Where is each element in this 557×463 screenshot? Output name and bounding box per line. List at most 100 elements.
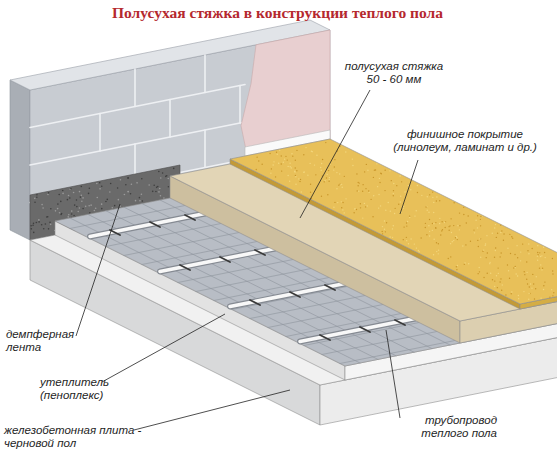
damper-speckle (125, 184, 127, 186)
finish-speckle (401, 181, 402, 182)
finish-speckle (273, 161, 274, 162)
finish-speckle (452, 241, 453, 242)
damper-speckle (124, 194, 126, 196)
finish-speckle (537, 255, 538, 256)
finish-speckle (417, 192, 418, 193)
finish-speckle (258, 160, 259, 161)
finish-speckle (303, 172, 304, 173)
block-joint (30, 122, 245, 165)
damper-speckle (120, 179, 122, 181)
finish-speckle (406, 225, 407, 226)
finish-speckle (497, 232, 498, 233)
finish-speckle (540, 297, 541, 298)
finish-speckle (425, 206, 426, 207)
pipe-clip (255, 250, 265, 255)
pipe-outline (300, 319, 415, 342)
finish-speckle (410, 238, 411, 239)
finish-speckle (527, 250, 528, 251)
leader-line (300, 90, 370, 218)
finish-speckle (390, 210, 391, 211)
finish-speckle (425, 227, 426, 228)
part-label: демпферная лента (6, 328, 78, 354)
damper-speckle (88, 205, 90, 207)
finish-speckle (463, 207, 464, 208)
finish-speckle (279, 150, 280, 151)
pipe-clip (250, 300, 260, 305)
damper-speckle (153, 184, 155, 186)
finish-speckle (534, 298, 535, 299)
damper-speckle (77, 211, 79, 213)
pipe-outline (230, 284, 345, 307)
damper-speckle (81, 195, 83, 197)
damper-speckle (30, 225, 32, 227)
damper-speckle (32, 224, 34, 226)
finish-speckle (453, 202, 454, 203)
damper-speckle (107, 199, 109, 201)
finish-speckle (354, 208, 355, 209)
finish-speckle (368, 190, 369, 191)
finish-speckle (456, 266, 457, 267)
finish-speckle (552, 295, 553, 296)
finish-speckle (489, 262, 490, 263)
damper-speckle (81, 200, 83, 202)
damper-speckle (105, 201, 107, 203)
damper-speckle (94, 210, 96, 212)
finish-speckle (475, 220, 476, 221)
damper-speckle (88, 193, 90, 195)
finish-speckle (339, 184, 340, 185)
finish-speckle (303, 154, 304, 155)
damper-speckle (80, 196, 82, 198)
finish-speckle (380, 205, 381, 206)
pipe-clip (395, 320, 405, 325)
damper-speckle (50, 208, 52, 210)
finish-speckle (356, 173, 357, 174)
block-joint (239, 86, 241, 124)
finish-speckle (501, 290, 502, 291)
finish-speckle (450, 218, 451, 219)
finish-floor-top (230, 139, 557, 304)
finish-speckle (487, 252, 488, 253)
finish-speckle (531, 248, 532, 249)
finish-speckle (360, 207, 361, 208)
finish-speckle (497, 287, 498, 288)
finish-speckle (342, 202, 343, 203)
finish-speckle (305, 147, 306, 148)
block-joint (30, 85, 245, 128)
finish-speckle (408, 243, 409, 244)
finish-speckle (391, 180, 392, 181)
finish-speckle (543, 285, 544, 286)
finish-speckle (358, 190, 359, 191)
finish-speckle (352, 158, 353, 159)
finish-speckle (435, 222, 436, 223)
finish-speckle (435, 227, 436, 228)
damper-speckle (152, 191, 154, 193)
damper-speckle (109, 191, 111, 193)
finish-speckle (342, 209, 343, 210)
finish-speckle (515, 266, 516, 267)
damper-speckle (45, 223, 47, 225)
finish-speckle (289, 162, 290, 163)
finish-speckle (378, 207, 379, 208)
finish-speckle (393, 193, 394, 194)
damper-speckle (117, 187, 119, 189)
finish-speckle (341, 201, 342, 202)
finish-speckle (382, 233, 383, 234)
finish-speckle (315, 174, 316, 175)
finish-speckle (532, 274, 533, 275)
damper-speckle (41, 224, 43, 226)
finish-speckle (503, 240, 504, 241)
damper-speckle (163, 197, 165, 199)
finish-speckle (480, 238, 481, 239)
finish-speckle (292, 155, 293, 156)
damper-speckle (60, 214, 62, 216)
finish-speckle (429, 194, 430, 195)
damper-speckle (160, 195, 162, 197)
finish-speckle (483, 277, 484, 278)
finish-speckle (486, 235, 487, 236)
finish-speckle (480, 257, 481, 258)
finish-speckle (539, 252, 540, 253)
finish-speckle (426, 210, 427, 211)
damper-speckle (71, 213, 73, 215)
damper-speckle (58, 194, 60, 196)
damper-speckle (57, 203, 59, 205)
